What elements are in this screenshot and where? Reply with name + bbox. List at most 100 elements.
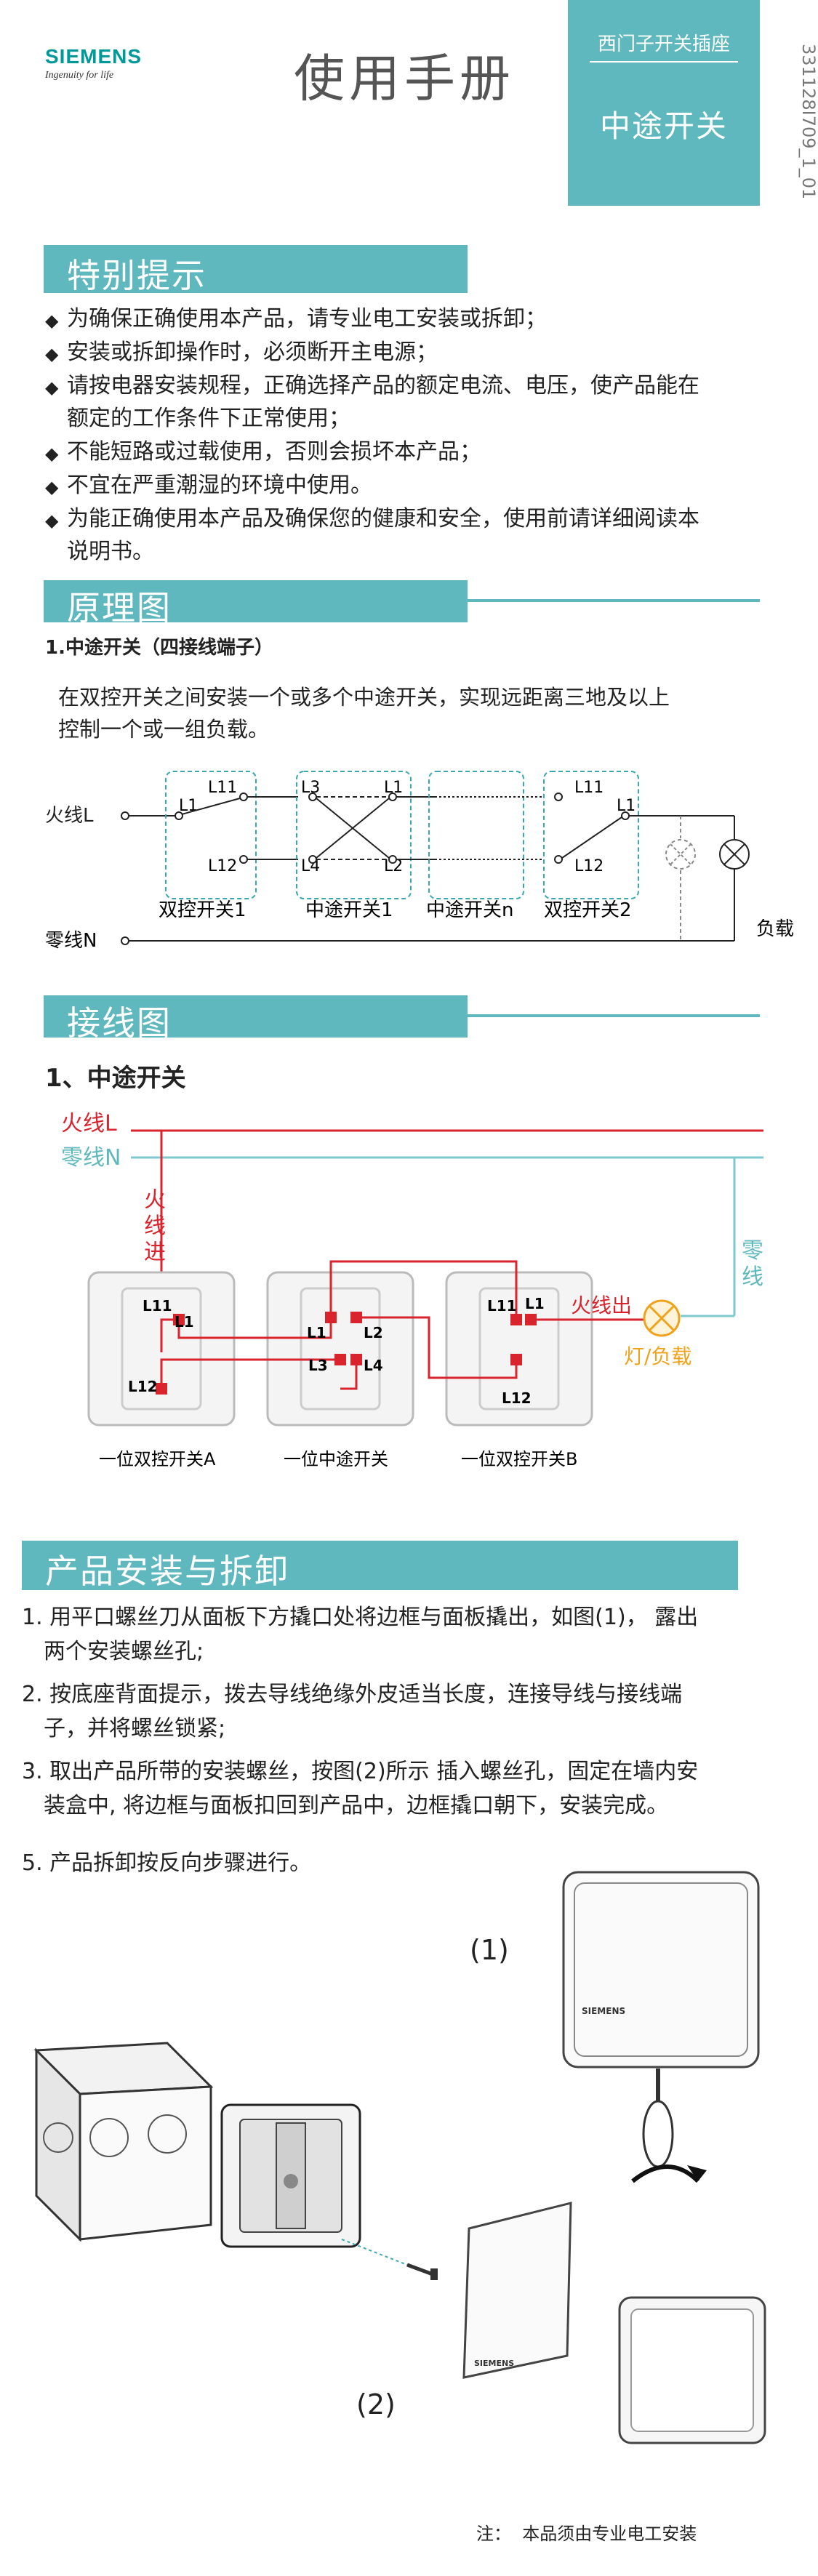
screw-guide [341,2239,408,2266]
section-wiring-title: 接线图 [67,1003,172,1043]
middle-switch-label: 一位中途开关 [284,1449,388,1469]
section-special-bar: 特别提示 [44,245,468,295]
b-l1-label: L1 [525,1295,545,1312]
special-item-2: 安装或拆卸操作时，必须断开主电源； [67,340,438,365]
m1-t2 [308,855,317,864]
s2-t2 [554,855,563,864]
panel-fig2-brand: SIEMENS [474,2359,514,2368]
section-install-title: 产品安装与拆卸 [45,1552,289,1591]
switch-a-core [121,1287,202,1411]
pry-arrow-head-icon [687,2165,707,2181]
footer-note: 注： 本品须由专业电工安装 [476,2524,697,2544]
install-step-2-cont: 子，并将螺丝锁紧; [44,1716,226,1741]
switch-b-label: 一位双控开关B [461,1449,577,1469]
m1-t3 [388,793,397,801]
middle1-box [296,771,412,899]
pry-arrow-icon [631,2164,700,2183]
middle-switch-plate [266,1271,414,1427]
s1-blade [181,798,241,815]
s1-t1 [239,793,248,801]
live-out-label: 火线出 [571,1293,632,1317]
neutral-side-2: 线 [742,1264,763,1290]
l2-to-b-l12 [356,1316,518,1379]
lamp-dashed-x1 [670,843,691,865]
install-step-5: 5. 产品拆卸按反向步骤进行。 [22,1850,312,1876]
lamp-dashed-x2 [670,843,691,865]
install-step-3-cont: 装盒中, 将边框与面板扣回到产品中，边框撬口朝下，安装完成。 [44,1793,669,1818]
s2-t1 [554,793,563,801]
fig1-label: (1) [470,1934,509,1966]
lamp-x2 [723,843,745,865]
wiring-subtitle: 1、中途开关 [45,1064,186,1093]
b-l11-terminal [510,1314,522,1325]
m-l2-label: L2 [364,1324,383,1341]
frame-fig2-inner [630,2308,754,2432]
switch-a-label: 一位双控开关A [99,1449,216,1469]
special-item-3-cont: 额定的工作条件下正常使用； [67,406,350,431]
panel-fig1-inner [574,1882,748,2057]
special-item-6: 为能正确使用本产品及确保您的健康和安全，使用前请详细阅读本 [67,506,699,531]
panel-fig1-brand: SIEMENS [582,2006,625,2016]
bulb-x2 [648,1304,675,1332]
brand-name: SIEMENS [45,45,143,68]
m-l2-terminal [350,1312,362,1323]
install-step-3: 3. 取出产品所带的安装螺丝，按图(2)所示 插入螺丝孔，固定在墙内安 [22,1759,699,1784]
live-in-1: 火 [144,1187,166,1213]
s2-common [621,811,630,820]
a-l1-terminal [173,1314,185,1325]
b-l12-label: L12 [502,1389,532,1407]
switch-b-plate [445,1271,593,1427]
bullet-icon: ◆ [45,444,59,464]
s1-common [175,811,183,820]
m1-cross-d [316,798,390,859]
principle-desc-1: 在双控开关之间安装一个或多个中途开关，实现远距离三地及以上 [58,685,670,710]
screwdriver-handle-icon [642,2100,674,2168]
m1-t1 [308,793,317,801]
m-l4-terminal [350,1354,362,1365]
wiring-neutral-label: 零线N [61,1145,121,1171]
install-step-2: 2. 按底座背面提示，拨去导线绝缘外皮适当长度，连接导线与接线端 [22,1682,683,1707]
switch2-label: 双控开关2 [544,899,632,921]
l4-link [340,1360,358,1390]
panel-fig1 [562,1871,760,2069]
principle-diagram: 火线L L11 L1 L12 双控开关1 L3 L1 L4 L2 中途开关1 中… [45,771,794,952]
header-product: 中途开关 [599,108,728,144]
special-item-3: 请按电器安装规程，正确选择产品的额定电流、电压，使产品能在 [67,373,699,398]
principle-subtitle: 1.中途开关（四接线端子） [45,637,273,659]
brand-logo: SIEMENS Ingenuity for life [45,45,142,81]
switch-b-core [478,1287,560,1411]
neutral-label: 零线N [45,930,97,952]
m-l1-terminal [325,1312,337,1323]
bullet-icon: ◆ [45,344,59,364]
s1-l11: L11 [208,779,237,797]
l1-to-b-l11 [329,1260,518,1320]
lamp-load-label: 灯/负载 [624,1344,691,1368]
section-wiring-line [468,1014,760,1017]
install-step-1: 1. 用平口螺丝刀从面板下方撬口处将边框与面板撬出，如图(1)， 露出 [22,1605,699,1630]
middlen-label: 中途开关n [426,899,513,921]
switch1-box [165,771,257,899]
s1-l12: L12 [208,857,237,875]
switch-module-icon [220,2103,361,2248]
lamp-dashed-icon [665,839,696,870]
s1-t2 [239,855,248,864]
wiring-diagram: 火线L 零线N 火 线 进 零 线 L11 L1 L12 L1 L2 L3 L4… [61,1111,763,1469]
neutral-terminal [121,936,129,945]
b-l1-terminal [525,1314,537,1325]
section-principle-line [468,599,760,602]
m-l1-label: L1 [307,1324,326,1341]
fig2-label: (2) [356,2388,396,2420]
special-item-4: 不能短路或过载使用，否则会损坏本产品； [67,439,481,465]
a-l11-label: L11 [143,1297,172,1315]
section-special-title: 特别提示 [67,256,206,295]
special-item-1: 为确保正确使用本产品，请专业电工安装或拆卸； [67,306,547,332]
wall-box-icon [33,2042,214,2242]
s2-blade [561,816,622,859]
m-l3-terminal [334,1354,346,1365]
a-l11-to-l1 [177,1316,332,1339]
s2-l11: L11 [574,779,604,797]
header-divider [590,61,738,63]
section-principle-title: 原理图 [67,588,172,627]
bullet-icon: ◆ [45,377,59,398]
principle-desc-2: 控制一个或一组负载。 [58,717,270,742]
